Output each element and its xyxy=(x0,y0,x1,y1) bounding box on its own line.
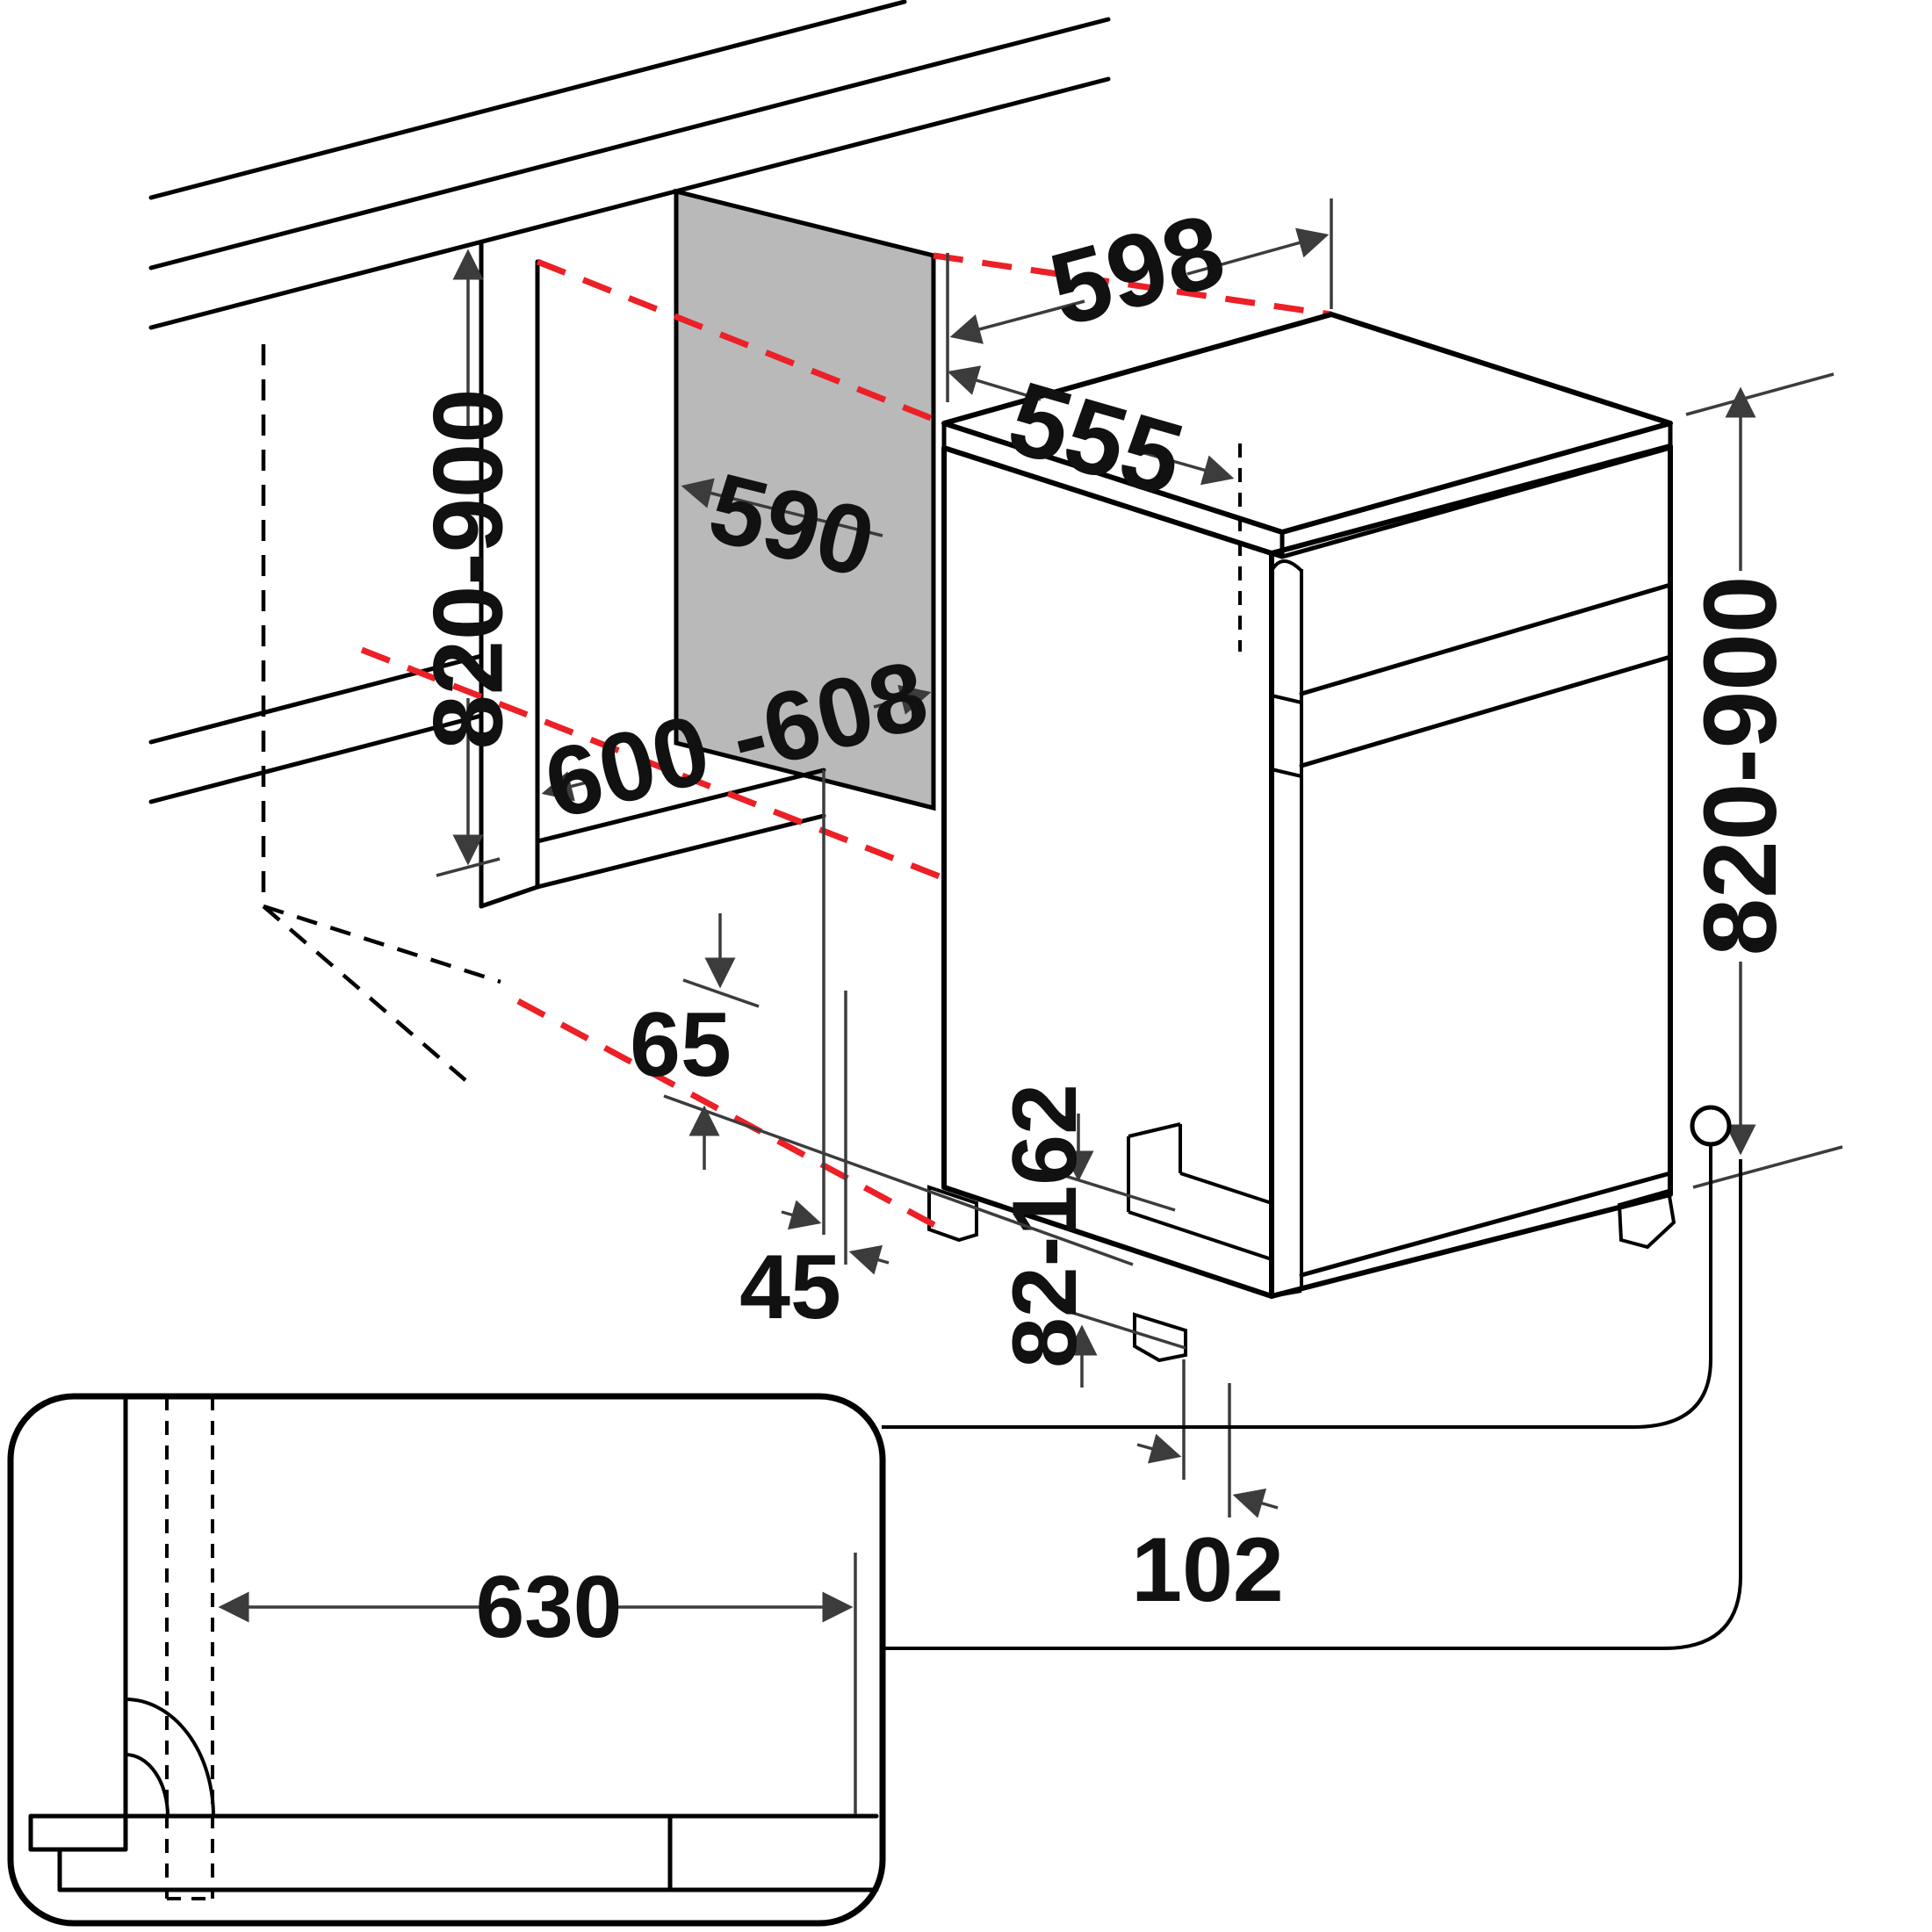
dim-label-630: 630 xyxy=(476,1558,623,1656)
dim-plinth-height: 82-162 xyxy=(994,1084,1186,1388)
foot-rear-right xyxy=(1617,1188,1676,1250)
foot-reference-marker xyxy=(1690,1105,1732,1147)
dim-top-rail: 65 xyxy=(630,913,1134,1266)
connector-inner xyxy=(882,1144,1712,1429)
projection-middle xyxy=(360,646,946,882)
dim-foot-setback: 102 xyxy=(1131,1359,1284,1621)
door-panel-line-1 xyxy=(1299,582,1673,696)
dim-label-65: 65 xyxy=(630,994,732,1096)
dim-appliance-height: 820-900 xyxy=(1683,372,1843,1189)
foot-center xyxy=(1133,1312,1187,1363)
handle-strip-break-1 xyxy=(1271,694,1302,704)
hidden-floor-edge-1 xyxy=(263,904,501,984)
handle-strip-bottom xyxy=(1271,1289,1302,1298)
top-rim-front xyxy=(941,445,1285,559)
worktop-front-bottom-edge xyxy=(148,76,1111,330)
projection-bottom xyxy=(516,998,938,1229)
niche-plinth-front-edge xyxy=(535,813,826,890)
projection-top-left xyxy=(536,258,946,427)
handle-strip-break-2 xyxy=(1271,768,1302,778)
projection-lines-rear xyxy=(360,252,1332,882)
wall-and-worktop-lines xyxy=(148,0,1111,804)
connector-outer xyxy=(883,1159,1742,1650)
handle-strip-cap xyxy=(1270,559,1303,573)
top-rim-right xyxy=(1280,445,1673,559)
dim-label-appliance-height: 820-900 xyxy=(1683,575,1799,955)
dim-label-45: 45 xyxy=(739,1236,841,1338)
plinth-top-line xyxy=(148,653,484,745)
dim-label-82-162: 82-162 xyxy=(994,1084,1096,1368)
hidden-floor-edge-2 xyxy=(262,905,467,1082)
dim-label-102: 102 xyxy=(1131,1519,1284,1621)
door-bottom-edge xyxy=(1299,1171,1673,1278)
door-panel-line-2 xyxy=(1299,654,1673,768)
plinth-bottom-line xyxy=(148,713,484,804)
dim-side-gap: 45 xyxy=(739,770,890,1338)
dim-niche-height: 820-900 xyxy=(414,249,523,877)
dim-label-niche-height: 820-900 xyxy=(414,388,523,749)
wall-top-line xyxy=(148,0,907,200)
worktop-front-top-edge xyxy=(148,17,1111,270)
niche-floor-front-edge xyxy=(535,768,826,844)
dishwasher xyxy=(927,312,1676,1363)
inset-door-swing-arc-inner xyxy=(125,1753,169,1817)
dishwasher-door-face xyxy=(1269,443,1673,1299)
callout-connectors xyxy=(882,1105,1742,1650)
dim-open-door-clearance: 630 xyxy=(218,1553,857,1814)
detail-inset: 630 xyxy=(7,1393,886,1927)
dishwasher-side-face xyxy=(941,445,1274,1299)
inset-door-swing-arc-outer xyxy=(125,1698,215,1817)
cabinet-niche xyxy=(261,188,936,1082)
toe-kick-notch xyxy=(1127,1122,1272,1261)
dim-label-598: 598 xyxy=(1039,192,1236,349)
projection-top-right xyxy=(933,252,1332,318)
niche-left-wall-bottom xyxy=(479,884,540,909)
inset-frame xyxy=(7,1393,886,1927)
